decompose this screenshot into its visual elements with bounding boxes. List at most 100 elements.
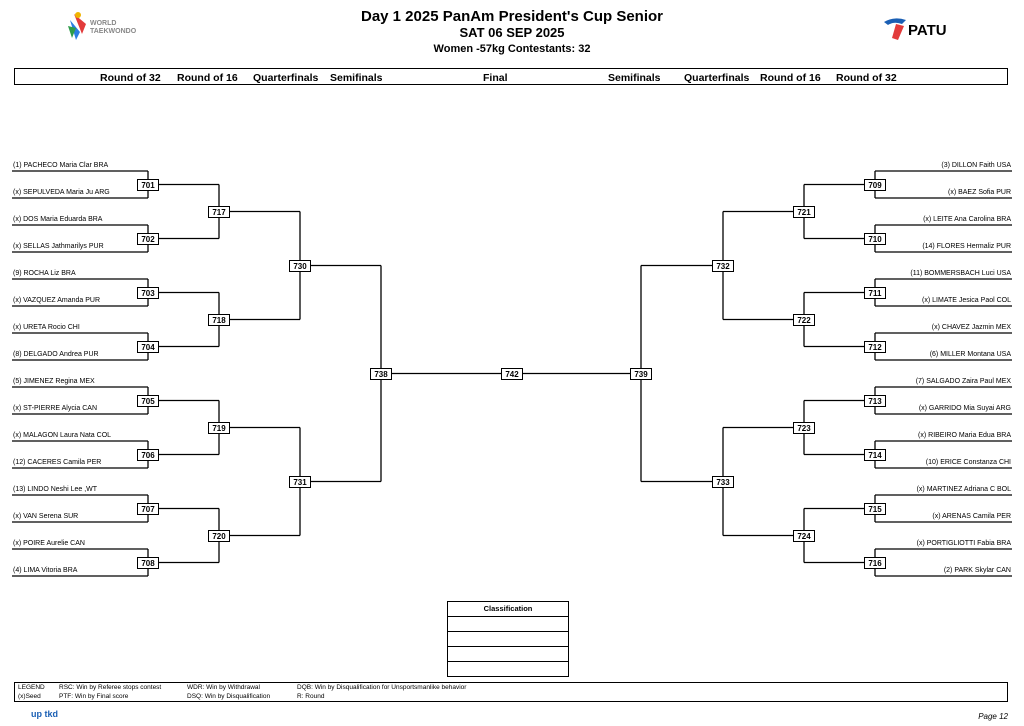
athlete-name: (14) FLORES Hermaliz PUR [922,243,1011,250]
classification-table: Classification [447,601,569,677]
match-number: 711 [864,286,886,299]
match-number: 704 [137,340,159,353]
athlete-name: (12) CACERES Camila PER [13,459,102,466]
classification-row [448,647,568,662]
athlete-name: (1) PACHECO Maria Clar BRA [13,162,109,169]
event-date: SAT 06 SEP 2025 [459,25,565,40]
legend-dqb: DQB: Win by Disqualification for Unsport… [297,684,467,691]
match-number: 732 [712,259,734,272]
match-number: 714 [864,448,886,461]
athlete-name: (x) GARRIDO Mia Suyai ARG [918,405,1011,412]
event-category: Women -57kg Contestants: 32 [433,43,591,55]
match-number: 742 [501,367,523,380]
athlete-name: (x) SEPULVEDA Maria Ju ARG [13,189,110,196]
athlete-name: (x) MARTINEZ Adriana C BOL [916,486,1011,493]
round-label-left-sf: Semifinals [330,72,383,84]
event-title: Day 1 2025 PanAm President's Cup Senior [360,8,663,25]
match-number: 730 [289,259,311,272]
legend-wdr: WDR: Win by Withdrawal [187,684,260,691]
athlete-name: (3) DILLON Faith USA [941,162,1011,169]
uptkd-logo: up tkd [31,709,58,719]
legend-r: R: Round [297,693,325,700]
athlete-name: (x) VAN Serena SUR [13,513,79,520]
athlete-name: (5) JIMENEZ Regina MEX [13,378,95,385]
athlete-name: (x) CHAVEZ Jazmin MEX [931,324,1011,331]
round-label-right-r32: Round of 32 [836,72,897,84]
athlete-name: (7) SALGADO Zaira Paul MEX [915,378,1011,385]
athlete-name: (4) LIMA Vitoria BRA [13,567,78,574]
match-number: 701 [137,178,159,191]
match-number: 702 [137,232,159,245]
match-number: 724 [793,529,815,542]
round-label-left-qf: Quarterfinals [253,72,319,84]
match-number: 713 [864,394,886,407]
legend-ptf: PTF: Win by Final score [59,693,129,700]
match-number: 731 [289,475,311,488]
match-number: 717 [208,205,230,218]
match-number: 719 [208,421,230,434]
match-number: 708 [137,556,159,569]
match-number: 706 [137,448,159,461]
round-label-left-r32: Round of 32 [100,72,161,84]
match-number: 707 [137,502,159,515]
athlete-name: (10) ERICE Constanza CHI [925,459,1011,466]
athlete-name: (x) POIRE Aurelie CAN [13,540,85,547]
athlete-name: (x) ARENAS Camila PER [932,513,1011,520]
legend-dsq: DSQ: Win by Disqualification [187,693,271,700]
classification-title: Classification [448,602,568,617]
page-number: Page 12 [978,712,1008,721]
athlete-name: (8) DELGADO Andrea PUR [13,351,99,358]
legend-seed: (x)Seed [18,693,41,700]
round-label-final: Final [483,72,508,84]
athlete-name: (11) BOMMERSBACH Luci USA [910,270,1011,277]
classification-row [448,617,568,632]
match-number: 712 [864,340,886,353]
match-number: 723 [793,421,815,434]
world-taekwondo-emblem-icon [68,12,86,40]
athlete-name: (x) LEITE Ana Carolina BRA [923,216,1011,223]
athlete-name: (x) BAEZ Sofia PUR [947,189,1011,196]
athlete-name: (x) MALAGON Laura Nata COL [13,432,112,439]
patu-emblem-icon [884,18,906,40]
match-number: 710 [864,232,886,245]
athlete-name: (9) ROCHA Liz BRA [13,270,76,277]
rounds-header [14,68,1008,85]
athlete-name: (x) ST-PIERRE Alycia CAN [13,405,98,412]
athlete-name: (x) LIMATE Jesica Paol COL [922,297,1011,304]
legend-label: LEGEND [18,684,45,691]
match-number: 716 [864,556,886,569]
athlete-name: (x) SELLAS Jathmarilys PUR [13,243,104,250]
athlete-name: (2) PARK Skylar CAN [943,567,1011,574]
patu-logo: PATU [882,16,947,47]
athlete-name: (x) PORTIGLIOTTI Fabia BRA [916,540,1011,547]
match-number: 721 [793,205,815,218]
athlete-name: (x) VAZQUEZ Amanda PUR [13,297,101,304]
patu-logo-text: PATU [908,22,947,39]
classification-row [448,632,568,647]
athlete-name: (13) LINDO Neshi Lee ,WT [13,486,98,493]
athlete-name: (x) DOS Maria Eduarda BRA [13,216,103,223]
world-taekwondo-logo: WORLD TAEKWONDO [66,10,146,49]
match-number: 738 [370,367,392,380]
athlete-name: (6) MILLER Montana USA [929,351,1011,358]
round-label-right-sf: Semifinals [608,72,661,84]
match-number: 705 [137,394,159,407]
match-number: 718 [208,313,230,326]
match-number: 739 [630,367,652,380]
classification-row [448,662,568,676]
wt-logo-text-1: WORLD [90,20,117,27]
wt-logo-text-2: TAEKWONDO [90,28,137,35]
match-number: 720 [208,529,230,542]
round-label-left-r16: Round of 16 [177,72,238,84]
legend-rsc: RSC: Win by Referee stops contest [59,684,162,691]
match-number: 733 [712,475,734,488]
match-number: 709 [864,178,886,191]
match-number: 722 [793,313,815,326]
round-label-right-qf: Quarterfinals [684,72,750,84]
match-number: 703 [137,286,159,299]
legend-box: LEGEND RSC: Win by Referee stops contest… [14,682,1008,702]
match-number: 715 [864,502,886,515]
round-label-right-r16: Round of 16 [760,72,821,84]
athlete-name: (x) URETA Rocio CHI [13,324,80,331]
